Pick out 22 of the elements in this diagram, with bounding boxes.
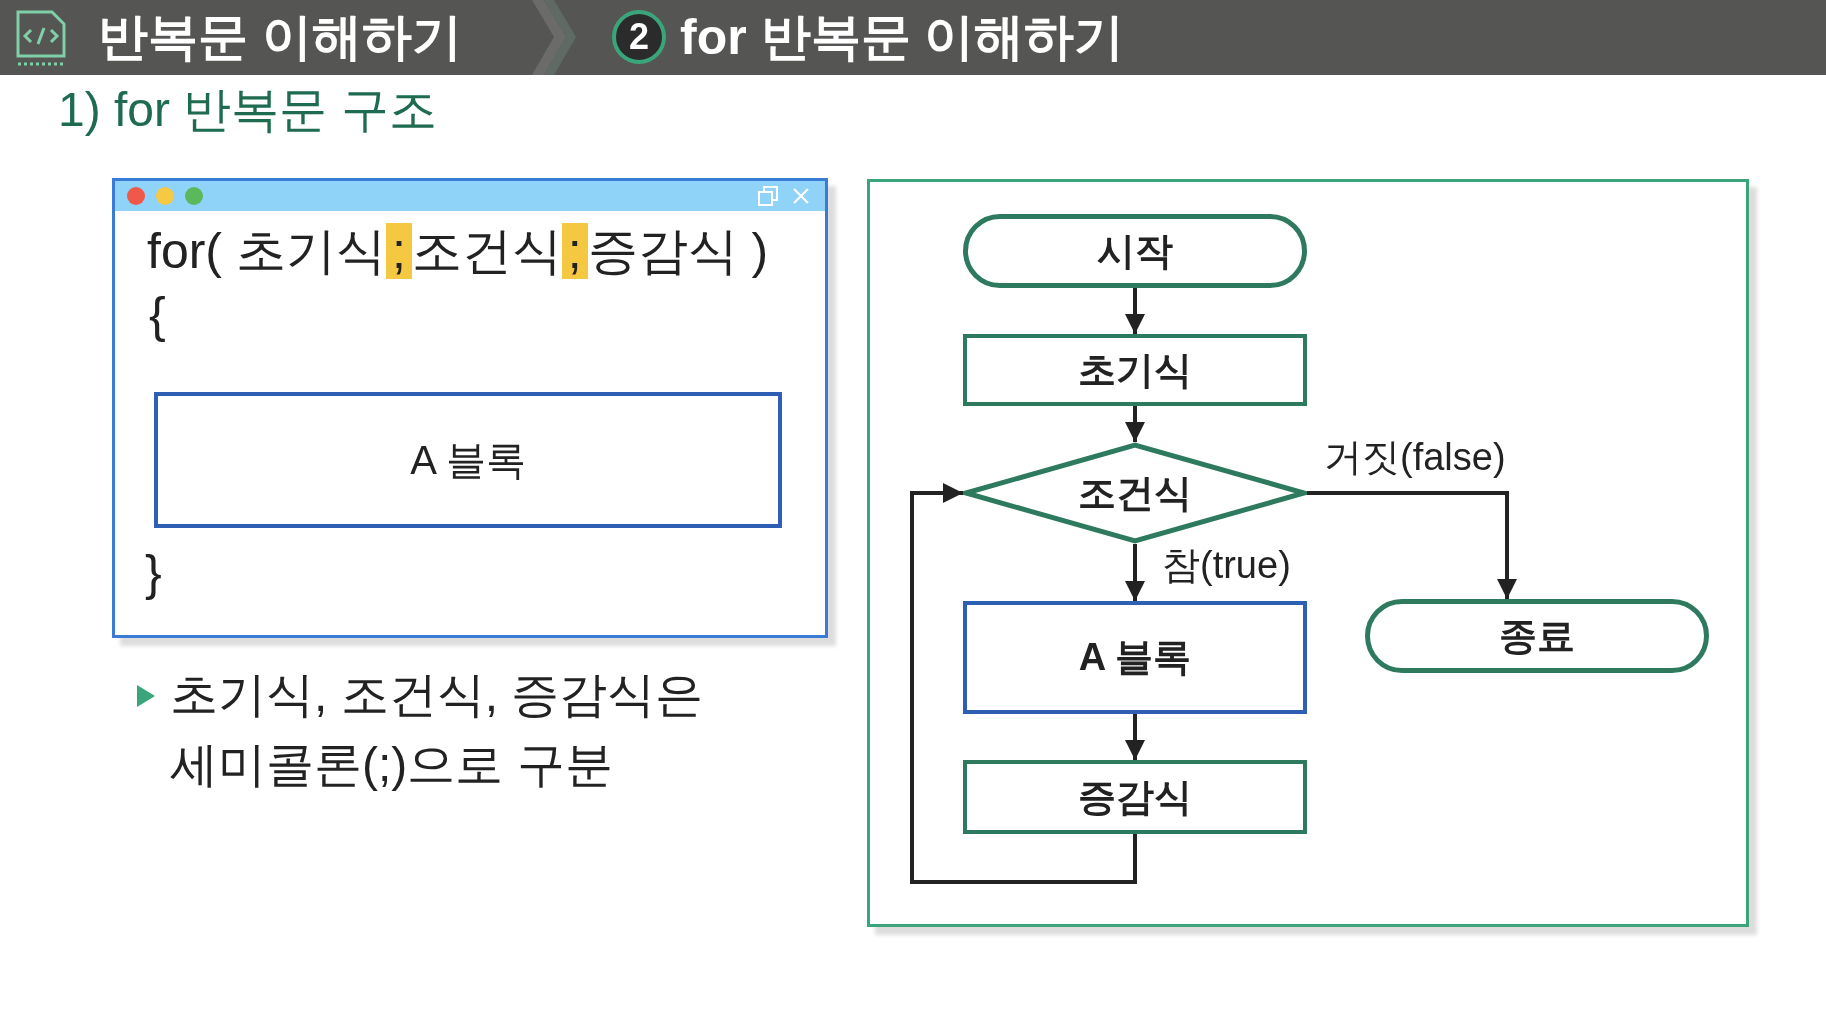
terminal-pill: 종료 <box>1365 599 1709 673</box>
arrow <box>1125 288 1145 334</box>
arrow <box>1125 714 1145 760</box>
subtitle: 1) for 반복문 구조 <box>58 82 437 138</box>
code-window <box>112 178 828 638</box>
arrow <box>1125 406 1145 442</box>
note-text: 초기식, 조건식, 증감식은 세미콜론(;)으로 구분 <box>170 667 705 793</box>
brace: } <box>145 544 162 603</box>
arrow <box>910 483 1137 884</box>
decision-diamond: 조건식 <box>963 442 1307 544</box>
process-box: 증감식 <box>963 760 1307 834</box>
section-title: for 반복문 이해하기 <box>680 8 1125 67</box>
header-title: 반복문 이해하기 <box>98 8 462 67</box>
arrow <box>1307 491 1517 599</box>
code-block-box: A 블록 <box>154 392 782 528</box>
terminal-pill: 시작 <box>963 214 1307 288</box>
brace: { <box>149 286 166 345</box>
arrow <box>1125 544 1145 601</box>
process-box: A 블록 <box>963 601 1307 714</box>
step-number-circle: 2 <box>612 10 666 64</box>
code-line: for( 초기식;조건식;증감식 ) <box>147 222 769 281</box>
process-box: 초기식 <box>963 334 1307 406</box>
